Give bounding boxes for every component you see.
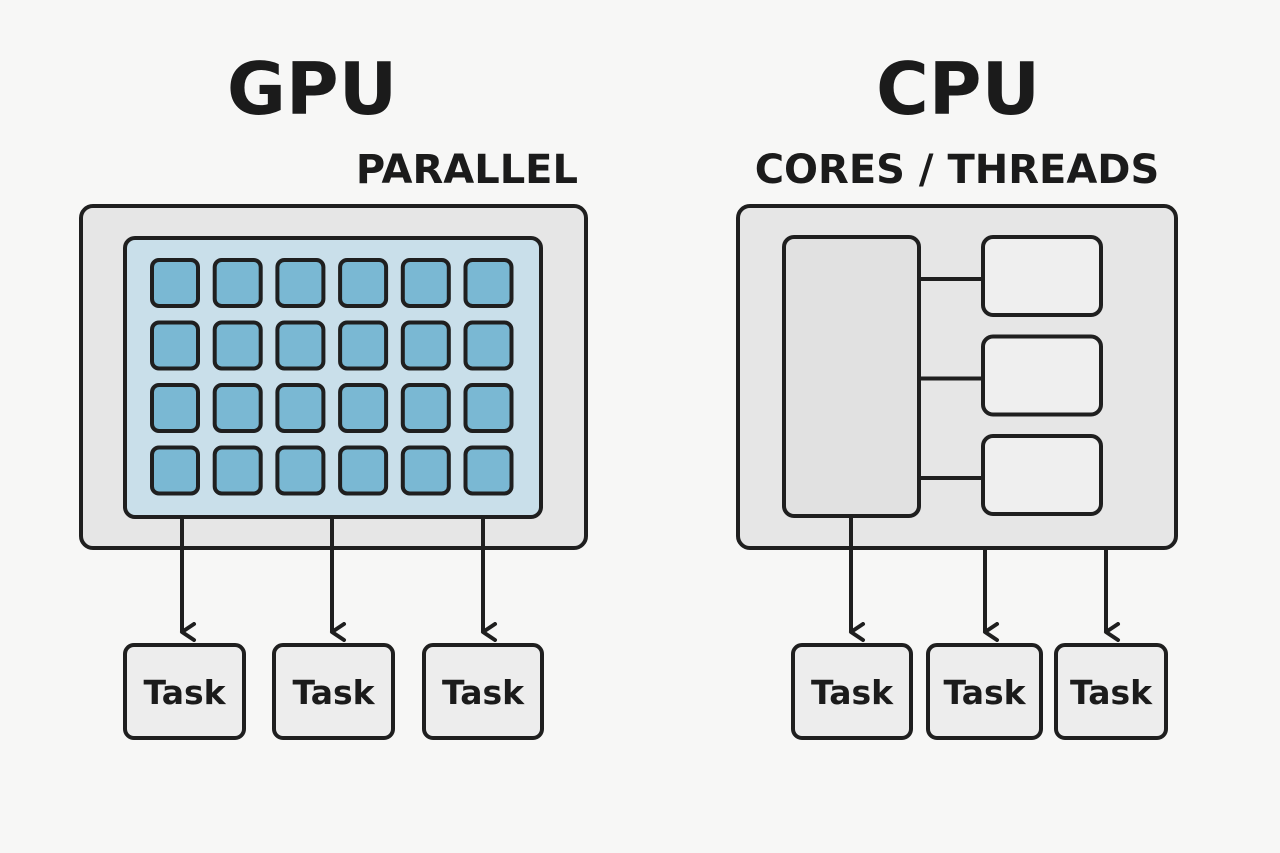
cpu-task-box-1	[791, 643, 913, 740]
gpu-task-2: Task	[272, 643, 395, 740]
gpu-task-3: Task	[422, 643, 544, 740]
gpu-core	[400, 258, 451, 308]
cpu-task-box-2	[926, 643, 1043, 740]
cpu-task-1: Task	[791, 643, 913, 740]
gpu-core	[400, 383, 451, 433]
gpu-core	[275, 258, 326, 308]
cpu-title: CPU	[876, 47, 1040, 131]
gpu-arrows	[180, 517, 497, 642]
cpu-task-box-3	[1054, 643, 1168, 740]
gpu-core	[338, 445, 389, 496]
gpu-section: GPU PARALLEL Task Task Task	[79, 47, 588, 740]
cpu-task-label-3: Task	[1070, 673, 1153, 712]
gpu-core	[400, 320, 451, 371]
cpu-task-label-2: Task	[943, 673, 1026, 712]
cpu-thread	[981, 334, 1103, 417]
cpu-arrows	[849, 516, 1120, 642]
gpu-core	[463, 320, 514, 371]
gpu-core	[338, 258, 389, 308]
gpu-core	[212, 445, 263, 496]
cpu-subtitle: CORES / THREADS	[755, 147, 1160, 193]
cpu-task-label-1: Task	[811, 673, 894, 712]
cpu-section: CPU CORES / THREADS Task Task Task	[736, 47, 1178, 740]
cpu-task-3: Task	[1054, 643, 1168, 740]
gpu-core	[463, 445, 514, 496]
gpu-core	[338, 320, 389, 371]
gpu-task-label-3: Task	[442, 673, 525, 712]
gpu-cores	[150, 258, 514, 496]
gpu-task-box-1	[123, 643, 246, 740]
gpu-core	[150, 258, 200, 308]
gpu-core	[400, 445, 451, 496]
gpu-core	[212, 258, 263, 308]
gpu-core	[212, 320, 263, 371]
cpu-threads	[919, 235, 1103, 516]
gpu-subtitle: PARALLEL	[356, 147, 578, 193]
gpu-core	[212, 383, 263, 433]
cpu-core	[782, 235, 921, 518]
gpu-core	[338, 383, 389, 433]
gpu-core	[275, 383, 326, 433]
gpu-task-box-2	[272, 643, 395, 740]
gpu-core	[463, 258, 514, 308]
gpu-core	[150, 320, 200, 371]
gpu-task-label-1: Task	[143, 673, 226, 712]
gpu-task-label-2: Task	[292, 673, 375, 712]
gpu-core	[150, 383, 200, 433]
cpu-task-2: Task	[926, 643, 1043, 740]
cpu-thread	[981, 434, 1103, 516]
gpu-task-box-3	[422, 643, 544, 740]
gpu-core	[463, 383, 514, 433]
gpu-core	[275, 320, 326, 371]
gpu-core	[150, 445, 200, 496]
gpu-core	[275, 445, 326, 496]
gpu-task-1: Task	[123, 643, 246, 740]
cpu-thread	[981, 235, 1103, 317]
gpu-title: GPU	[227, 47, 397, 131]
